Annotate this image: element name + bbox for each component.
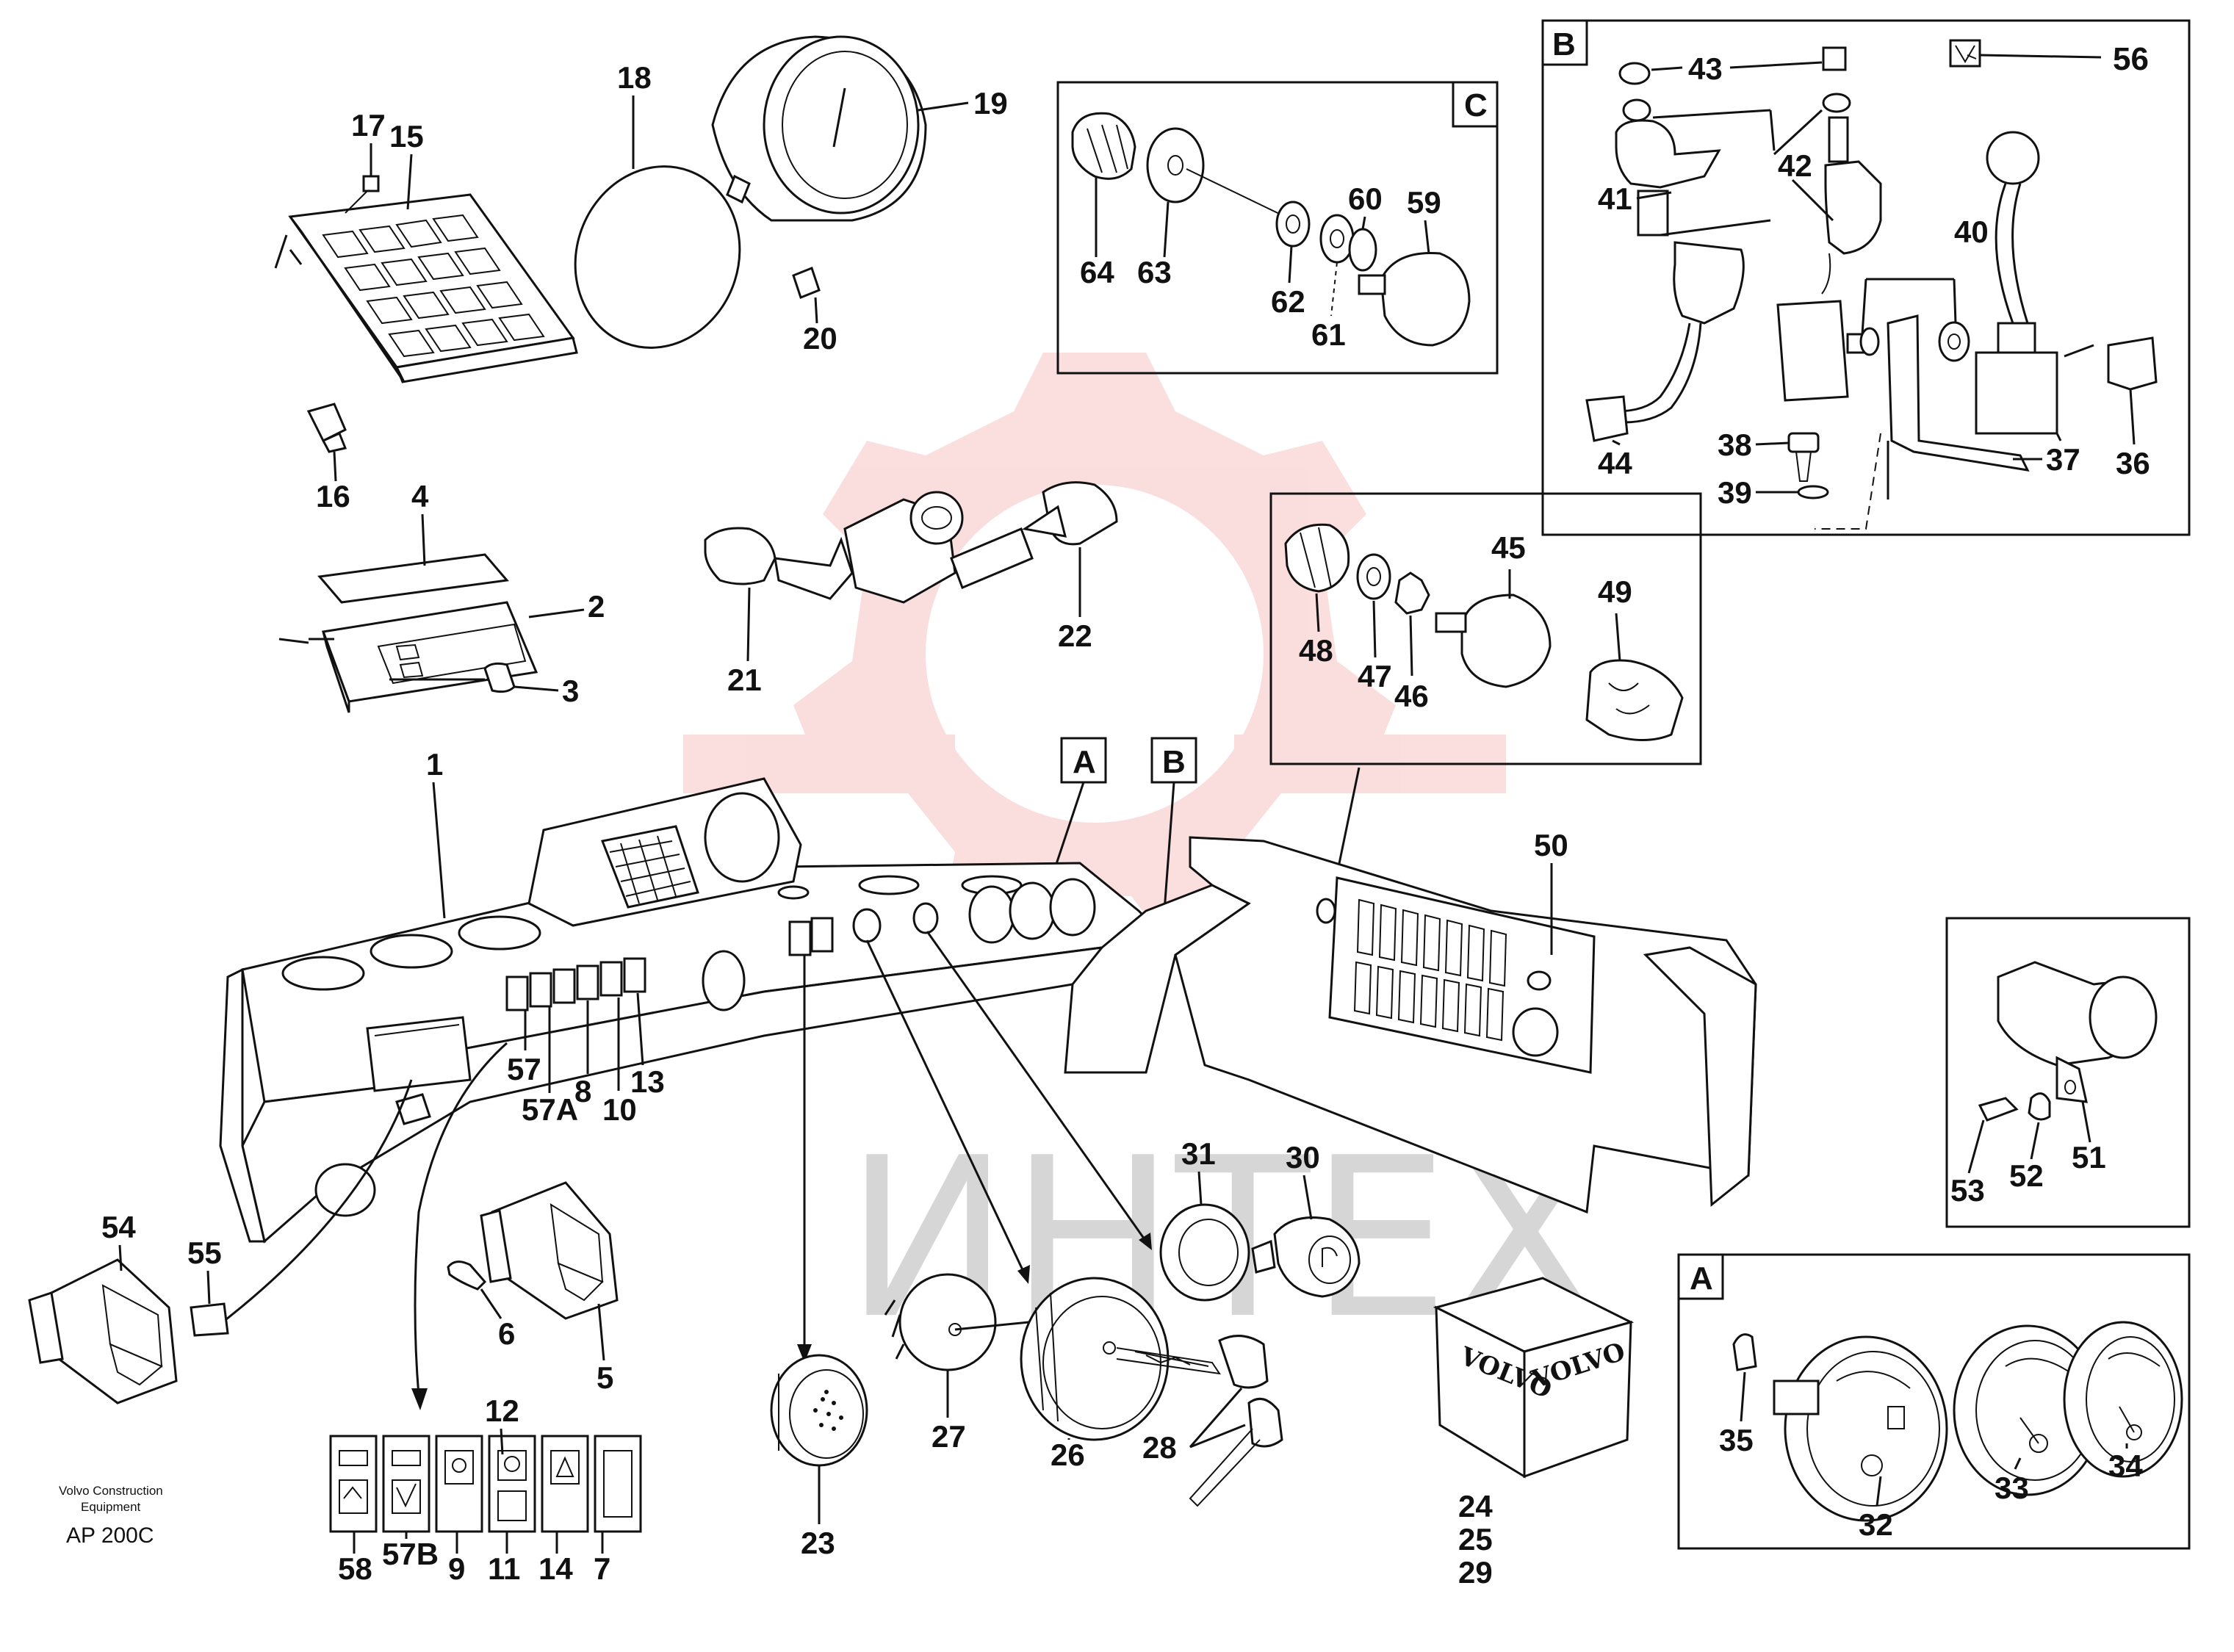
- part-label-20: 20: [803, 321, 837, 356]
- part-label-13: 13: [630, 1064, 665, 1099]
- display-unit: [278, 553, 538, 713]
- part-label-50: 50: [1534, 828, 1568, 862]
- part-label-46: 46: [1394, 679, 1429, 713]
- box-a-label: A: [1690, 1260, 1713, 1296]
- part-label-7: 7: [594, 1551, 610, 1586]
- part-label-40: 40: [1954, 214, 1989, 249]
- part-label-58: 58: [338, 1551, 372, 1586]
- part-label-2: 2: [588, 589, 605, 624]
- part-label-51: 51: [2072, 1140, 2106, 1175]
- part-label-55: 55: [187, 1236, 222, 1270]
- part-label-52: 52: [2009, 1158, 2044, 1193]
- part-label-39: 39: [1718, 475, 1752, 510]
- detail-box-lamp: [1945, 917, 2191, 1228]
- box-c-label: C: [1464, 87, 1488, 123]
- part-label-43: 43: [1688, 51, 1723, 86]
- part-label-60: 60: [1348, 181, 1383, 216]
- dashboard: [219, 777, 1163, 1244]
- part-label-22: 22: [1058, 618, 1092, 653]
- part-label-64: 64: [1080, 255, 1114, 289]
- part-label-14: 14: [538, 1551, 573, 1586]
- part-label-36: 36: [2116, 446, 2150, 480]
- part-label-19: 19: [973, 86, 1008, 120]
- part-label-48: 48: [1299, 633, 1333, 668]
- part-label-38: 38: [1718, 428, 1752, 462]
- part-label-42: 42: [1778, 148, 1812, 183]
- part-label-21: 21: [727, 663, 762, 697]
- part-label-12: 12: [485, 1393, 519, 1428]
- part-label-25: 25: [1458, 1522, 1493, 1557]
- detail-box-a: A: [1677, 1253, 2191, 1550]
- gauge-bezel: [574, 165, 741, 349]
- part-label-4: 4: [411, 479, 429, 513]
- box-b-label: B: [1552, 26, 1576, 62]
- part-label-15: 15: [389, 119, 424, 154]
- part-label-10: 10: [602, 1092, 637, 1127]
- detail-box-b: B: [1541, 19, 2191, 536]
- part-label-41: 41: [1598, 181, 1632, 216]
- part-label-37: 37: [2046, 442, 2080, 477]
- part-label-62: 62: [1271, 284, 1305, 319]
- part-label-6: 6: [498, 1316, 515, 1351]
- part-label-54: 54: [101, 1210, 136, 1244]
- part-label-9: 9: [448, 1551, 465, 1586]
- switch-strip: [329, 1435, 642, 1533]
- part-label-16: 16: [316, 479, 350, 513]
- ignition-parts: [884, 1273, 1283, 1507]
- callout-b-label: B: [1162, 744, 1186, 780]
- warning-panel: [274, 193, 578, 383]
- footer-model: AP 200C: [66, 1523, 154, 1548]
- part-label-59: 59: [1407, 185, 1441, 220]
- switch-54: [28, 1258, 178, 1404]
- part-label-45: 45: [1491, 530, 1526, 565]
- footer-company-line2: Equipment: [81, 1500, 141, 1514]
- part-label-57b: 57B: [382, 1537, 439, 1571]
- part-label-47: 47: [1358, 659, 1392, 693]
- part-label-57: 57: [507, 1052, 541, 1086]
- switch-5: [480, 1181, 619, 1320]
- volvo-kit-box: VOLVO VOLVO: [1433, 1277, 1635, 1479]
- part-label-56: 56: [2113, 41, 2149, 77]
- detail-box-rotary: [1269, 492, 1702, 765]
- part-label-26: 26: [1051, 1438, 1085, 1472]
- side-console: [1064, 836, 1757, 1214]
- part-label-30: 30: [1286, 1140, 1320, 1175]
- stalk-switch: [704, 481, 1118, 604]
- part-label-5: 5: [597, 1360, 613, 1395]
- part-label-53: 53: [1950, 1173, 1985, 1208]
- part-label-57a: 57A: [522, 1092, 578, 1127]
- part-label-17: 17: [351, 108, 386, 143]
- part-label-61: 61: [1311, 317, 1346, 352]
- part-label-23: 23: [801, 1526, 835, 1560]
- part-label-8: 8: [574, 1074, 591, 1108]
- watermark-logo: [683, 353, 1506, 955]
- part-label-44: 44: [1598, 446, 1632, 480]
- part-label-35: 35: [1719, 1423, 1754, 1457]
- part-label-18: 18: [617, 60, 652, 95]
- part-label-11: 11: [488, 1551, 520, 1586]
- footer-company-line1: Volvo Construction: [59, 1484, 163, 1498]
- gauge-19: [711, 35, 927, 222]
- part-label-63: 63: [1137, 255, 1172, 289]
- part-label-24: 24: [1458, 1489, 1493, 1523]
- part-label-34: 34: [2108, 1449, 2143, 1483]
- part-label-49: 49: [1598, 574, 1632, 609]
- part-label-3: 3: [562, 674, 579, 708]
- part-label-33: 33: [1995, 1471, 2029, 1505]
- part-label-28: 28: [1142, 1430, 1177, 1465]
- part-label-31: 31: [1181, 1136, 1216, 1171]
- part-label-29: 29: [1458, 1555, 1493, 1590]
- part-label-32: 32: [1859, 1507, 1893, 1542]
- part-label-27: 27: [932, 1419, 966, 1454]
- cigar-lighter: [1159, 1203, 1361, 1302]
- buzzer-23: [770, 1354, 868, 1467]
- callout-a-label: A: [1073, 744, 1096, 780]
- detail-box-c: C: [1056, 81, 1499, 375]
- part-label-1: 1: [426, 747, 443, 782]
